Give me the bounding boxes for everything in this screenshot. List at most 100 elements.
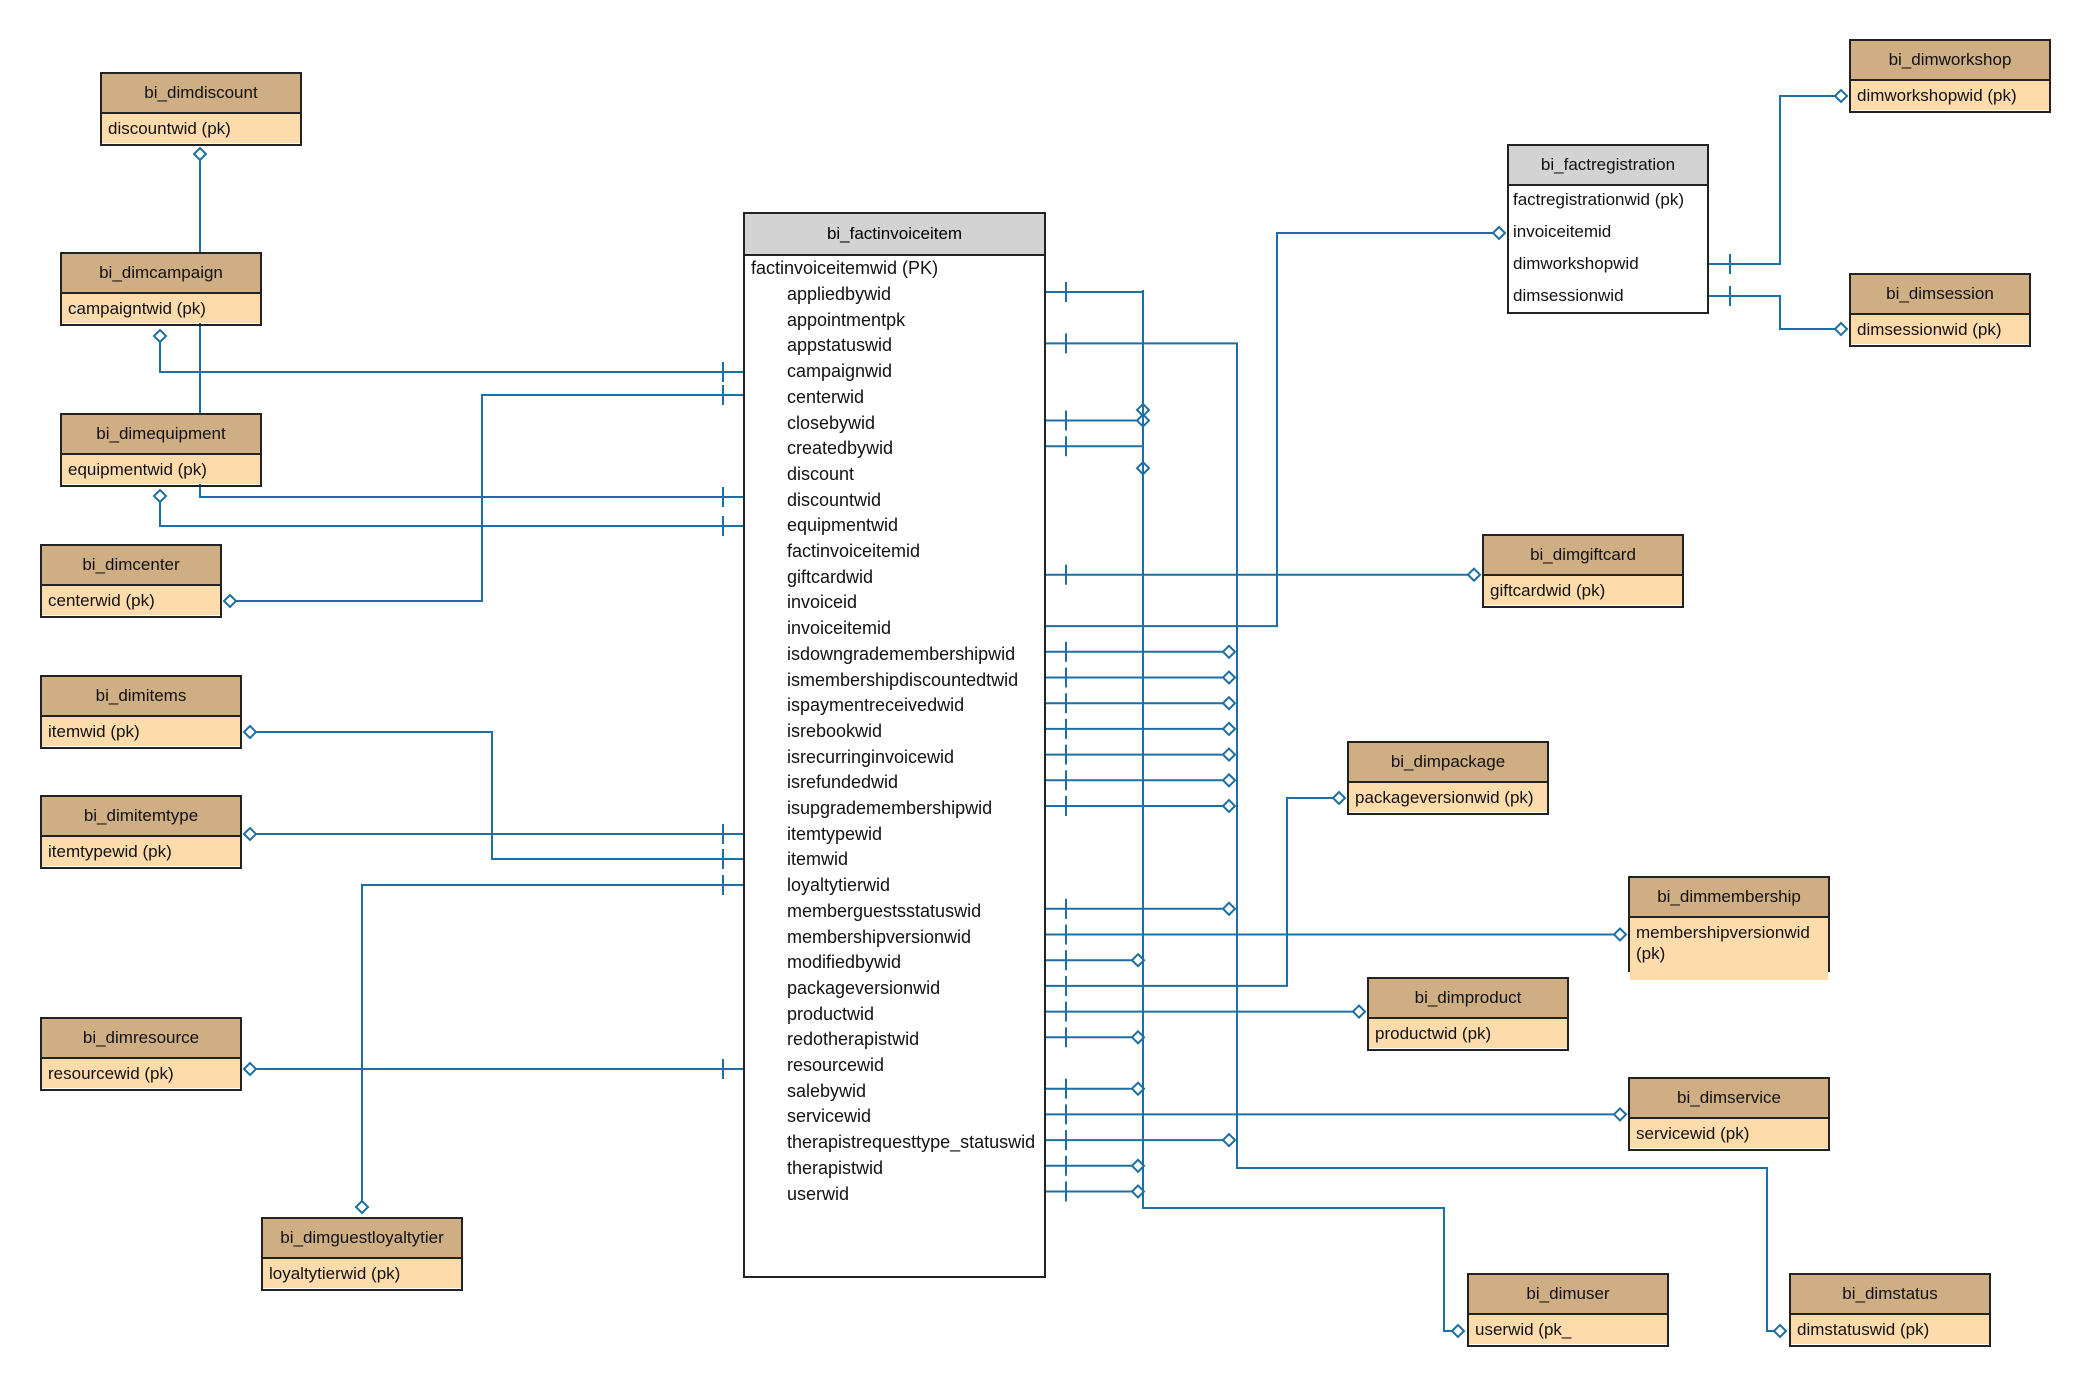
dim-discount-key: discountwid (pk)	[102, 114, 300, 143]
dim-center-key: centerwid (pk)	[42, 586, 220, 615]
dim-resource-table[interactable]: bi_dimresource resourcewid (pk)	[40, 1017, 242, 1091]
dim-session-title: bi_dimsession	[1851, 275, 2029, 315]
dim-package-table[interactable]: bi_dimpackage packageversionwid (pk)	[1347, 741, 1549, 815]
zero-or-many-marker	[152, 328, 168, 344]
dim-package-key: packageversionwid (pk)	[1349, 783, 1547, 812]
fact-field-appliedbywid: appliedbywid	[787, 284, 892, 304]
fact-field-productwid: productwid	[787, 1003, 875, 1024]
dim-membership-title: bi_dimmembership	[1630, 878, 1828, 918]
registration-field: invoiceitemid	[1513, 222, 1612, 241]
dim-product-key: productwid (pk)	[1369, 1019, 1567, 1048]
relationship-line	[1046, 797, 1337, 987]
dim-workshop-key: dimworkshopwid (pk)	[1851, 81, 2049, 110]
dim-membership-table[interactable]: bi_dimmembership membershipversionwid (p…	[1628, 876, 1830, 980]
dim-product-table[interactable]: bi_dimproduct productwid (pk)	[1367, 977, 1569, 1051]
dim-equipment-title: bi_dimequipment	[62, 415, 260, 455]
zero-or-many-marker	[192, 146, 208, 162]
zero-or-many-marker	[1833, 88, 1849, 104]
fact-field-servicewid: servicewid	[787, 1106, 872, 1127]
zero-or-many-marker	[354, 1199, 370, 1215]
fact-field-salebywid: salebywid	[787, 1080, 867, 1101]
fact-field-redotherapistwid: redotherapistwid	[787, 1029, 920, 1050]
dim-resource-key: resourcewid (pk)	[42, 1059, 240, 1088]
relationship-line	[159, 336, 743, 373]
fact-field-ispaymentreceivedwid: ispaymentreceivedwid	[787, 695, 965, 716]
fact-field-modifiedbywid: modifiedbywid	[787, 952, 902, 973]
relationship-line	[1142, 290, 1456, 1332]
dim-membership-key: membershipversionwid (pk)	[1630, 918, 1828, 980]
fact-field-discountwid: discountwid	[787, 489, 882, 510]
dim-guestloyaltytier-table[interactable]: bi_dimguestloyaltytier loyaltytierwid (p…	[261, 1217, 463, 1291]
fact-field-isrefundedwid: isrefundedwid	[787, 772, 899, 793]
zero-or-many-marker	[1491, 225, 1507, 241]
dim-service-table[interactable]: bi_dimservice servicewid (pk)	[1628, 1077, 1830, 1151]
fact-invoiceitem-table[interactable]: bi_factinvoiceitem factinvoiceitemwid (P…	[743, 212, 1046, 1278]
fact-field-resourcewid: resourcewid	[787, 1055, 885, 1075]
zero-or-many-marker	[1833, 321, 1849, 337]
fact-field-isrecurringinvoicewid: isrecurringinvoicewid	[787, 746, 955, 767]
fact-field-itemwid: itemwid	[787, 849, 849, 870]
fact-field-userwid: userwid	[787, 1183, 850, 1204]
zero-or-many-marker	[242, 724, 258, 740]
registration-field: dimworkshopwid	[1513, 254, 1639, 273]
dim-discount-title: bi_dimdiscount	[102, 74, 300, 114]
fact-field-centerwid: centerwid	[787, 386, 865, 407]
fact-field-ismembershipdiscountedtwid: ismembershipdiscountedtwid	[787, 669, 1019, 690]
fact-field-memberguestsstatuswid: memberguestsstatuswid	[787, 900, 982, 921]
dim-campaign-key: campaigntwid (pk)	[62, 294, 260, 323]
dim-session-key: dimsessionwid (pk)	[1851, 315, 2029, 344]
zero-or-many-marker	[242, 1061, 258, 1077]
dim-discount-table[interactable]: bi_dimdiscount discountwid (pk)	[100, 72, 302, 146]
dim-workshop-title: bi_dimworkshop	[1851, 41, 2049, 81]
dim-center-table[interactable]: bi_dimcenter centerwid (pk)	[40, 544, 222, 618]
fact-field-therapistrequesttype_statuswid: therapistrequesttype_statuswid	[787, 1132, 1036, 1153]
zero-or-many-marker	[1221, 695, 1237, 711]
fact-field-itemtypewid: itemtypewid	[787, 823, 883, 844]
zero-or-many-marker	[1351, 1004, 1367, 1020]
relationship-line	[230, 394, 743, 602]
zero-or-many-marker	[1221, 644, 1237, 660]
zero-or-many-marker	[1221, 772, 1237, 788]
dim-workshop-table[interactable]: bi_dimworkshop dimworkshopwid (pk)	[1849, 39, 2051, 113]
dim-giftcard-key: giftcardwid (pk)	[1484, 576, 1682, 605]
fact-field-appstatuswid: appstatuswid	[787, 335, 893, 356]
relationship-line	[1709, 95, 1839, 265]
dim-itemtype-table[interactable]: bi_dimitemtype itemtypewid (pk)	[40, 795, 242, 869]
fact-field-campaignwid: campaignwid	[787, 361, 893, 382]
zero-or-many-marker	[1612, 1106, 1628, 1122]
dim-status-key: dimstatuswid (pk)	[1791, 1315, 1989, 1344]
relationship-line	[199, 154, 743, 498]
fact-field-isdowngrademembershipwid: isdowngrademembershipwid	[787, 643, 1016, 664]
dim-user-table[interactable]: bi_dimuser userwid (pk_	[1467, 1273, 1669, 1347]
dim-items-table[interactable]: bi_dimitems itemwid (pk)	[40, 675, 242, 749]
fact-invoiceitem-pk: factinvoiceitemwid (PK)	[751, 258, 939, 278]
dim-session-table[interactable]: bi_dimsession dimsessionwid (pk)	[1849, 273, 2031, 347]
fact-field-membershipversionwid: membershipversionwid	[787, 926, 972, 947]
relationship-line	[361, 884, 743, 1207]
fact-field-loyaltytierwid: loyaltytierwid	[787, 875, 891, 896]
dim-campaign-table[interactable]: bi_dimcampaign campaigntwid (pk)	[60, 252, 262, 326]
zero-or-many-marker	[1450, 1323, 1466, 1339]
zero-or-many-marker	[242, 826, 258, 842]
zero-or-many-marker	[1772, 1323, 1788, 1339]
fact-field-equipmentwid: equipmentwid	[787, 515, 899, 536]
zero-or-many-marker	[1612, 927, 1628, 942]
relationship-line	[159, 496, 743, 527]
registration-field: dimsessionwid	[1513, 286, 1624, 305]
dim-package-title: bi_dimpackage	[1349, 743, 1547, 783]
dim-user-key: userwid (pk_	[1469, 1315, 1667, 1344]
dim-items-key: itemwid (pk)	[42, 717, 240, 746]
dim-status-table[interactable]: bi_dimstatus dimstatuswid (pk)	[1789, 1273, 1991, 1347]
dim-giftcard-table[interactable]: bi_dimgiftcard giftcardwid (pk)	[1482, 534, 1684, 608]
dim-equipment-table[interactable]: bi_dimequipment equipmentwid (pk)	[60, 413, 262, 487]
fact-field-isrebookwid: isrebookwid	[787, 720, 883, 741]
fact-field-closebywid: closebywid	[787, 412, 876, 433]
dim-itemtype-title: bi_dimitemtype	[42, 797, 240, 837]
fact-field-appointmentpk: appointmentpk	[787, 309, 906, 330]
fact-registration-table[interactable]: bi_factregistration factregistrationwid …	[1507, 144, 1709, 314]
fact-field-createdbywid: createdbywid	[787, 438, 894, 459]
dim-itemtype-key: itemtypewid (pk)	[42, 837, 240, 866]
zero-or-many-marker	[1466, 567, 1482, 583]
dim-resource-title: bi_dimresource	[42, 1019, 240, 1059]
